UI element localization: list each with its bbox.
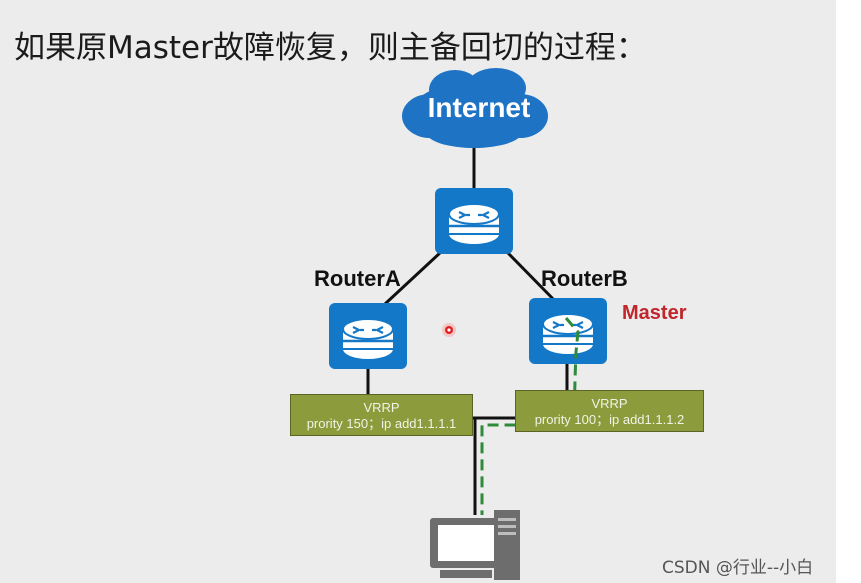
vrrp-a-box: VRRP prority 150；ip add1.1.1.1 (290, 394, 473, 436)
core-router-icon (433, 186, 515, 256)
slide-heading: 如果原Master故障恢复，则主备回切的过程： (14, 30, 647, 66)
vrrp-b-title: VRRP (591, 396, 628, 411)
link-core-routerb (505, 250, 562, 308)
master-role-label: Master (622, 302, 687, 324)
csdn-watermark: CSDN @行业--小白 (662, 558, 814, 578)
internet-label: Internet (427, 92, 531, 123)
router-a-label: RouterA (314, 266, 401, 291)
page-margin (836, 0, 861, 583)
router-b-icon (527, 296, 609, 366)
traffic-path-dashed (480, 317, 580, 515)
router-b-label: RouterB (541, 266, 628, 291)
vrrp-b-box: VRRP prority 100；ip add1.1.1.2 (515, 390, 704, 432)
vrrp-a-detail: prority 150；ip add1.1.1.1 (306, 416, 457, 431)
vrrp-b-detail: prority 100；ip add1.1.1.2 (534, 412, 685, 427)
vrrp-a-title: VRRP (363, 400, 400, 415)
router-a-icon (327, 301, 409, 371)
pc-icon (430, 510, 520, 580)
internet-cloud-icon (402, 68, 548, 148)
